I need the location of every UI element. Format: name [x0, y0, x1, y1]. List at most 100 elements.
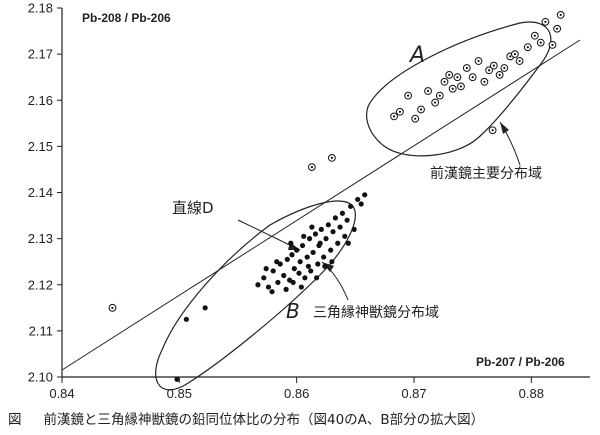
data-point-b [269, 289, 275, 295]
data-point-b [174, 376, 180, 382]
data-point-b [344, 217, 350, 223]
label-line-d: 直線D [172, 199, 214, 217]
figure-caption: 図前漢鏡と三角縁神獣鏡の鉛同位体比の分布（図40のA、B部分の拡大図） [8, 408, 484, 428]
y-tick-label: 2.17 [28, 47, 53, 62]
data-point-b [298, 284, 304, 290]
data-point-b [309, 224, 315, 230]
label-region-a: 前漢鏡主要分布域 [430, 165, 542, 182]
y-tick-label: 2.12 [28, 277, 53, 292]
data-point-a [390, 112, 398, 121]
y-axis-title: Pb-208 / Pb-206 [82, 11, 171, 25]
data-point-a [523, 43, 532, 52]
label-region-b: 三角縁神獣鏡分布域 [313, 305, 439, 321]
data-point-other [108, 303, 117, 312]
data-point-a [553, 24, 562, 33]
data-point-b [321, 254, 327, 260]
data-point-a [431, 98, 440, 107]
data-point-a [495, 70, 504, 79]
x-tick-label: 0.86 [284, 386, 309, 401]
x-tick-label: 0.87 [401, 386, 426, 401]
data-point-b [255, 282, 261, 288]
data-point-a [404, 91, 413, 100]
data-point-a [462, 64, 471, 72]
data-point-a [457, 82, 465, 91]
data-points [108, 11, 565, 382]
data-point-b [284, 256, 290, 262]
data-point-b [318, 226, 324, 232]
data-point-b [261, 275, 267, 281]
data-point-a [474, 57, 483, 65]
data-point-b [330, 229, 336, 235]
data-point-b [342, 233, 348, 239]
data-point-a [411, 114, 420, 123]
x-axis-title: Pb-207 / Pb-206 [476, 355, 565, 369]
y-tick-label: 2.11 [29, 323, 53, 338]
data-point-b [345, 240, 351, 246]
x-tick-label: 0.84 [49, 386, 74, 401]
x-tick-label: 0.88 [519, 386, 544, 401]
data-point-b [351, 226, 357, 232]
data-point-a [511, 50, 519, 59]
data-point-a [556, 11, 565, 19]
data-point-b [202, 305, 208, 311]
data-point-b [317, 240, 323, 246]
data-point-a [448, 84, 457, 93]
data-point-b [270, 268, 276, 274]
data-point-a [453, 73, 462, 82]
data-point-a [480, 77, 489, 86]
data-point-b [332, 215, 338, 221]
data-point-a [424, 87, 432, 95]
data-point-b [310, 249, 316, 256]
data-point-b [323, 236, 329, 242]
y-tick-label: 2.18 [28, 1, 53, 16]
data-point-b [289, 252, 295, 258]
y-tick-label: 2.13 [28, 231, 53, 246]
data-point-b [314, 275, 320, 281]
line-d [61, 39, 581, 371]
data-point-b [339, 210, 346, 216]
data-point-other [327, 154, 336, 162]
data-point-b [263, 266, 269, 272]
data-point-b [306, 236, 313, 242]
leader-region-a-arrowhead [500, 122, 509, 134]
data-point-b [302, 275, 308, 281]
data-point-b [304, 254, 310, 260]
data-point-b [358, 201, 364, 207]
data-point-b [322, 263, 328, 269]
data-point-b [283, 286, 289, 292]
data-point-b [274, 259, 280, 265]
data-point-b [348, 203, 354, 209]
data-point-b [299, 242, 306, 249]
data-point-b [290, 279, 296, 286]
data-point-b [337, 224, 343, 230]
region-a-outline [366, 21, 552, 157]
label-b: B [286, 299, 300, 323]
data-point-a [440, 77, 449, 86]
data-point-a [500, 64, 509, 72]
data-point-a [488, 126, 497, 135]
data-point-b [183, 316, 189, 322]
data-point-a [536, 38, 545, 47]
data-point-b [296, 270, 302, 276]
figure-caption-text: 前漢鏡と三角縁神獣鏡の鉛同位体比の分布（図40のA、B部分の拡大図） [43, 412, 485, 428]
data-point-b [325, 222, 331, 228]
data-point-a [548, 41, 557, 49]
data-point-a [515, 57, 524, 65]
y-tick-label: 2.15 [28, 139, 53, 154]
data-point-b [281, 272, 287, 279]
y-tick-label: 2.14 [28, 185, 53, 200]
data-point-b [291, 266, 297, 272]
data-point-b [297, 259, 303, 265]
data-point-a [485, 66, 493, 75]
data-point-b [362, 192, 368, 198]
data-point-b [305, 263, 311, 269]
data-point-a [435, 91, 444, 100]
data-point-b [328, 247, 334, 253]
y-tick-label: 2.16 [28, 93, 53, 108]
label-a: A [408, 43, 425, 68]
data-point-b [312, 231, 319, 237]
data-point-a [541, 17, 550, 26]
region-b-outline [155, 200, 356, 391]
y-tick-label: 2.10 [28, 370, 53, 385]
